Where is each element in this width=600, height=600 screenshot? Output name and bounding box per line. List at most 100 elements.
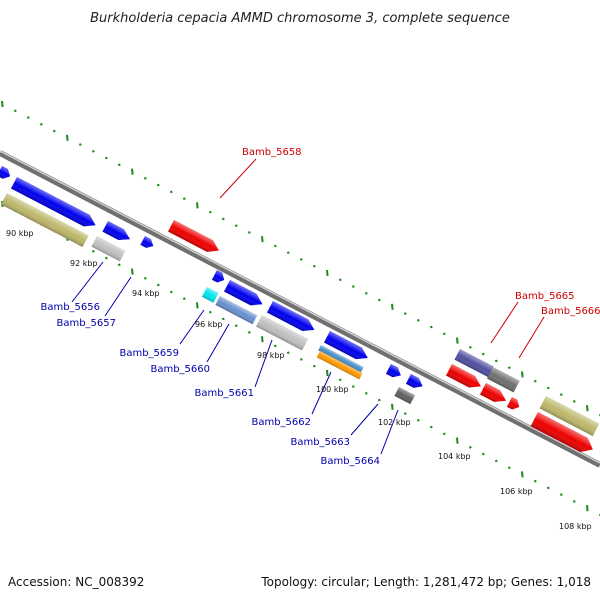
gene-label[interactable]: Bamb_5665 bbox=[515, 291, 575, 302]
gene-feature-shading bbox=[0, 166, 11, 179]
inner-tick-mark bbox=[91, 250, 95, 253]
scale-label: 92 kbp bbox=[70, 259, 98, 268]
outer-tick-mark bbox=[52, 129, 56, 133]
gene-feature-glyph[interactable] bbox=[318, 345, 364, 373]
gene-feature-glyph[interactable] bbox=[11, 177, 99, 231]
gene-feature-glyph[interactable] bbox=[201, 287, 219, 303]
gene-feature-glyph[interactable] bbox=[256, 315, 309, 351]
gene-feature-glyph[interactable] bbox=[324, 331, 371, 364]
gene-feature-glyph[interactable] bbox=[446, 364, 484, 392]
inner-tick-mark bbox=[196, 302, 199, 309]
gene-feature-glyph[interactable] bbox=[539, 396, 600, 437]
gene-feature-shading bbox=[140, 236, 154, 248]
inner-tick-mark bbox=[572, 500, 576, 503]
gene-feature-shading bbox=[454, 349, 494, 378]
gene-label[interactable]: Bamb_5660 bbox=[150, 364, 210, 375]
gene-label[interactable]: Bamb_5661 bbox=[194, 388, 254, 399]
scale-label: 108 kbp bbox=[559, 522, 592, 531]
gene-feature-glyph[interactable] bbox=[405, 374, 425, 391]
inner-tick-mark bbox=[468, 446, 472, 449]
gene-label[interactable]: Bamb_5659 bbox=[119, 348, 179, 359]
gene-label[interactable]: Bamb_5656 bbox=[40, 302, 100, 313]
outer-tick-mark bbox=[39, 122, 43, 126]
label-leader-line bbox=[350, 403, 379, 436]
outer-tick-mark bbox=[273, 244, 277, 248]
outer-tick-mark bbox=[312, 264, 316, 268]
scale-label: 100 kbp bbox=[316, 385, 349, 394]
inner-tick-mark bbox=[391, 403, 394, 410]
label-leader-line bbox=[380, 409, 399, 455]
inner-tick-track bbox=[1, 200, 600, 517]
label-leader-line bbox=[254, 339, 273, 388]
gene-label[interactable]: Bamb_5664 bbox=[320, 456, 380, 467]
outer-tick-mark bbox=[559, 393, 563, 396]
inner-tick-mark bbox=[234, 324, 238, 327]
gene-feature-glyph[interactable] bbox=[211, 270, 227, 285]
label-leader-line bbox=[490, 301, 519, 344]
gene-feature-shading bbox=[405, 374, 423, 388]
gene-feature-glyph[interactable] bbox=[385, 364, 403, 380]
gene-label[interactable]: Bamb_5657 bbox=[56, 318, 116, 329]
map-title: Burkholderia cepacia AMMD chromosome 3, … bbox=[90, 11, 510, 26]
outer-tick-mark bbox=[572, 400, 576, 403]
gene-feature-glyph[interactable] bbox=[140, 236, 155, 250]
accession-text: Accession: NC_008392 bbox=[8, 575, 144, 589]
outer-tick-mark bbox=[351, 285, 355, 288]
gene-feature-glyph[interactable] bbox=[1, 193, 89, 247]
outer-tick-mark bbox=[456, 337, 459, 344]
scale-label: 96 kbp bbox=[195, 320, 223, 329]
gene-feature-glyph[interactable] bbox=[506, 397, 522, 412]
chromosome-backbone bbox=[0, 150, 600, 468]
gene-feature-glyph[interactable] bbox=[91, 236, 126, 262]
outer-tick-mark bbox=[286, 251, 290, 255]
gene-label[interactable]: Bamb_5663 bbox=[290, 437, 350, 448]
gene-feature-glyph[interactable] bbox=[267, 301, 317, 336]
inner-tick-mark bbox=[494, 459, 498, 463]
gene-feature-glyph[interactable] bbox=[215, 296, 258, 325]
scale-label: 98 kbp bbox=[257, 351, 285, 360]
gene-feature-shading bbox=[1, 193, 89, 247]
gene-feature-glyph[interactable] bbox=[487, 367, 520, 393]
gene-feature-glyph[interactable] bbox=[224, 280, 265, 310]
gene-label[interactable]: Bamb_5662 bbox=[251, 417, 311, 428]
gene-feature-shading bbox=[530, 412, 593, 453]
outer-tick-mark bbox=[533, 379, 537, 383]
gene-features bbox=[0, 166, 600, 457]
inner-tick-mark bbox=[403, 412, 407, 415]
outer-tick-mark bbox=[247, 231, 251, 234]
label-leader-line bbox=[518, 316, 545, 359]
gene-feature-shading bbox=[394, 387, 415, 405]
scale-label: 90 kbp bbox=[6, 229, 34, 238]
gene-feature-shading bbox=[324, 331, 368, 360]
outer-tick-mark bbox=[1, 100, 4, 108]
gene-feature-shading bbox=[267, 301, 315, 331]
outer-tick-mark bbox=[364, 291, 368, 295]
inner-tick-mark bbox=[326, 369, 329, 377]
gene-feature-glyph[interactable] bbox=[0, 166, 13, 181]
outer-tick-mark bbox=[196, 202, 199, 209]
inner-tick-mark bbox=[351, 385, 355, 388]
gene-feature-glyph[interactable] bbox=[316, 351, 363, 380]
outer-tick-mark bbox=[208, 210, 212, 214]
backbone-line bbox=[0, 150, 600, 468]
gene-feature-shading bbox=[211, 270, 225, 283]
label-leaders bbox=[71, 158, 545, 455]
gene-feature-glyph[interactable] bbox=[530, 412, 597, 457]
gene-label[interactable]: Bamb_5658 bbox=[242, 147, 302, 158]
inner-tick-mark bbox=[273, 344, 277, 348]
topology-text: Topology: circular; Length: 1,281,472 bp… bbox=[260, 575, 591, 589]
outer-tick-mark bbox=[221, 217, 225, 221]
gene-feature-shading bbox=[256, 315, 309, 351]
gene-feature-glyph[interactable] bbox=[102, 221, 132, 245]
scale-label: 94 kbp bbox=[132, 289, 160, 298]
gene-label[interactable]: Bamb_5666 bbox=[541, 306, 600, 317]
gene-feature-glyph[interactable] bbox=[394, 387, 415, 405]
inner-tick-mark bbox=[286, 351, 290, 355]
gene-feature-glyph[interactable] bbox=[480, 383, 509, 407]
gene-feature-glyph[interactable] bbox=[454, 349, 494, 378]
outer-tick-mark bbox=[429, 325, 433, 329]
gene-feature-glyph[interactable] bbox=[168, 220, 222, 256]
outer-tick-mark bbox=[78, 143, 82, 146]
gene-feature-shading bbox=[102, 221, 131, 240]
